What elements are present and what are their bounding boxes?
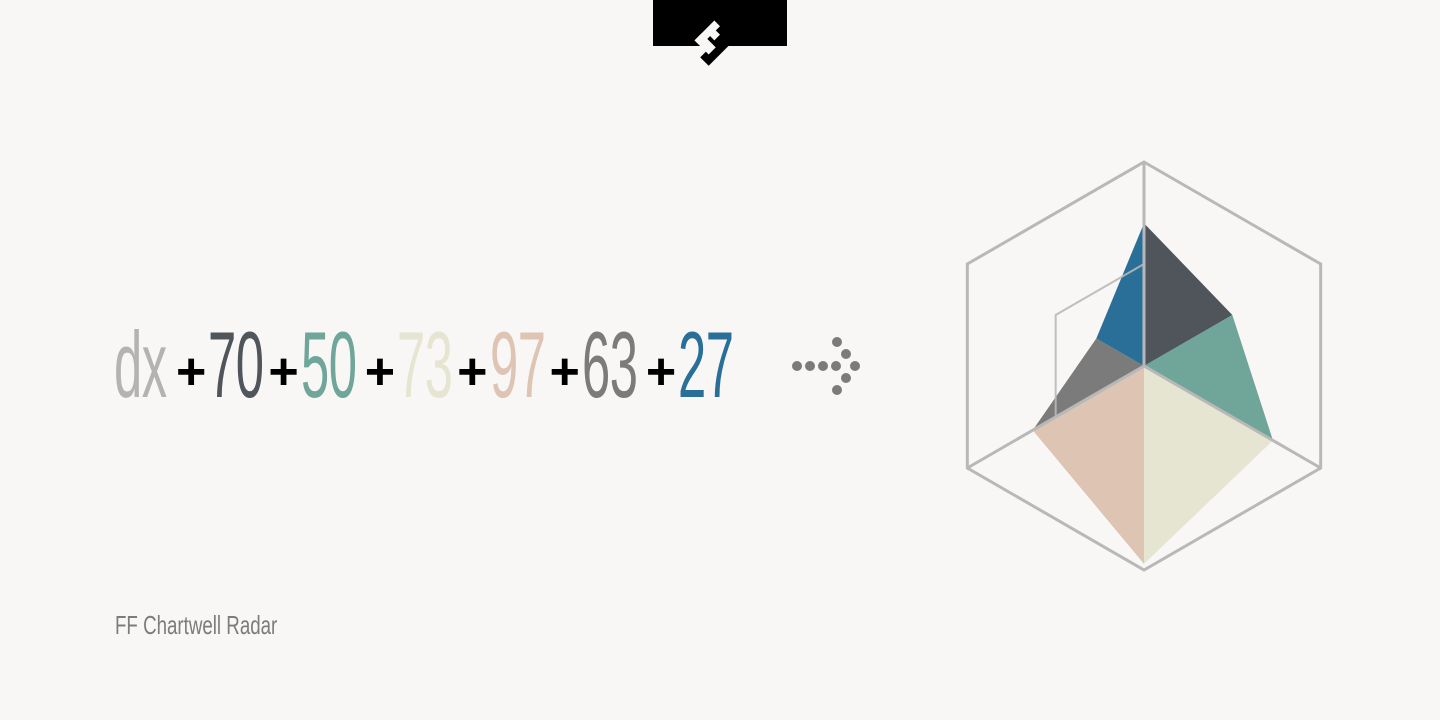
dotted-arrow-right-icon [792,337,860,395]
formula-value-2: 50 [300,312,357,417]
formula-plus: + [457,343,488,401]
formula-value-wrap: 70 [208,318,266,412]
radar-chart [965,160,1323,572]
radar-frame [965,160,1323,572]
formula-plus: + [176,343,207,401]
formula-value-wrap: 63 [582,318,644,412]
formula-value-1: 70 [208,312,264,417]
formula-prefix: dx [114,312,167,417]
formula-value-3: 73 [397,312,453,417]
formula-value-wrap: 73 [397,318,455,412]
radar-slices [1032,223,1273,564]
formula-value-5: 63 [581,312,638,417]
radar-slice [1096,223,1144,366]
formula-prefix-wrap: dx [114,318,174,412]
radar-axis-line [966,364,1145,470]
formula-value-wrap: 50 [301,318,363,412]
formula-plus: + [268,343,299,401]
ff-logo-icon [694,20,740,66]
font-name-label: FF Chartwell Radar [115,610,278,640]
formula-plus: + [645,343,677,401]
formula-value-6: 27 [678,312,734,417]
radar-slice [1144,366,1273,564]
radar-slice [1032,338,1144,431]
formula-value-wrap: 27 [678,318,734,412]
radar-inner-edge [1054,263,1145,417]
radar-slice [1144,315,1273,441]
formula-value-4: 97 [489,312,546,417]
radar-slice [1144,223,1233,366]
formula-plus: + [549,343,580,401]
radar-axis-line [1143,364,1322,470]
formula-plus: + [364,343,396,401]
chartwell-formula: dx + 70 + 50 + 73 + 97 + 63 + 27 [114,318,734,418]
radar-outer-hexagon [965,160,1323,572]
formula-value-wrap: 97 [490,318,548,412]
